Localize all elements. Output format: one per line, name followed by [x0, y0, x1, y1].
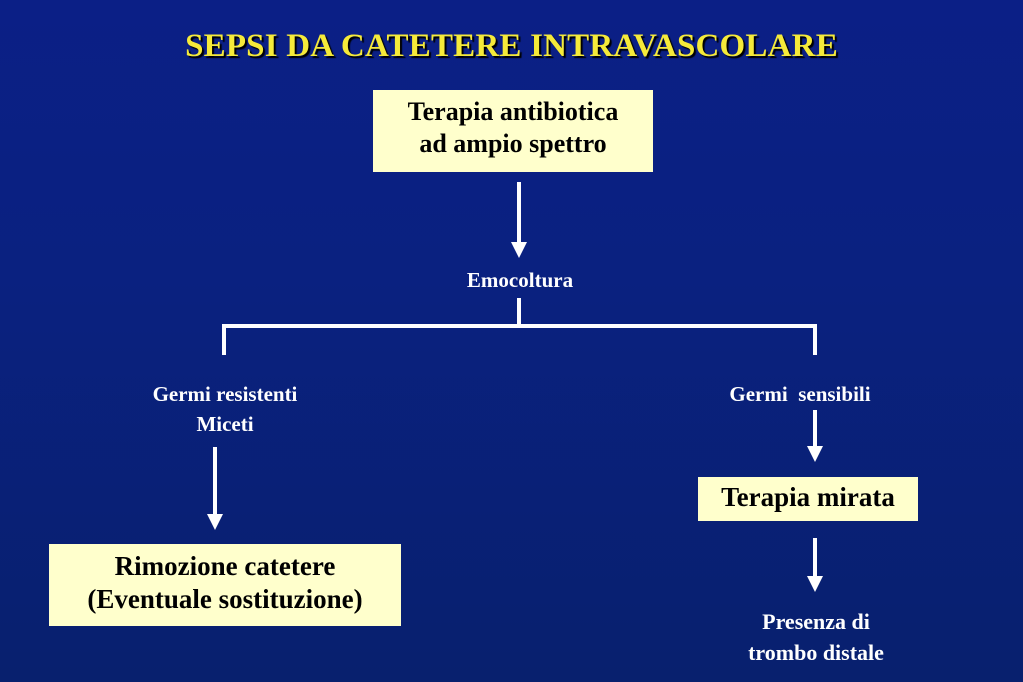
- node-emocoltura-line-1: Emocoltura: [466, 268, 574, 292]
- branch-connector: [222, 298, 817, 355]
- arrow-mirata-to-trombo: [807, 538, 823, 592]
- arrow-sensibili-to-mirata: [807, 410, 823, 462]
- node-terapia-antibiotica-line-2: ad ampio spettro: [419, 128, 607, 158]
- node-presenza-trombo-line-1: Presenza di: [762, 609, 870, 634]
- node-rimozione-catetere-line-1: Rimozione catetere: [114, 551, 336, 581]
- diagram-title: SEPSI DA CATETERE INTRAVASCOLARE: [185, 28, 838, 64]
- node-terapia-mirata: Terapia mirata: [698, 477, 918, 521]
- node-germi-sensibili: Germi sensibili: [690, 379, 910, 409]
- node-terapia-mirata-line-1: Terapia mirata: [721, 482, 895, 512]
- node-rimozione-catetere: Rimozione catetere (Eventuale sostituzio…: [49, 544, 401, 626]
- node-presenza-trombo-line-2: trombo distale: [748, 640, 884, 666]
- node-germi-resistenti-line-2: Miceti: [196, 412, 254, 437]
- node-germi-resistenti-line-1: Germi resistenti: [152, 382, 298, 406]
- node-terapia-antibiotica-line-1: Terapia antibiotica: [407, 97, 619, 126]
- node-rimozione-catetere-line-2: (Eventuale sostituzione): [87, 583, 363, 614]
- node-germi-resistenti: Germi resistenti Miceti: [100, 379, 350, 440]
- node-germi-sensibili-line-1: Germi sensibili: [729, 382, 871, 406]
- arrow-terapia-to-emocoltura: [511, 182, 527, 258]
- node-emocoltura: Emocoltura: [420, 265, 620, 295]
- arrow-resistenti-to-rimozione: [207, 447, 223, 530]
- node-presenza-trombo: Presenza di trombo distale: [706, 606, 926, 668]
- node-terapia-antibiotica: Terapia antibiotica ad ampio spettro: [373, 90, 653, 172]
